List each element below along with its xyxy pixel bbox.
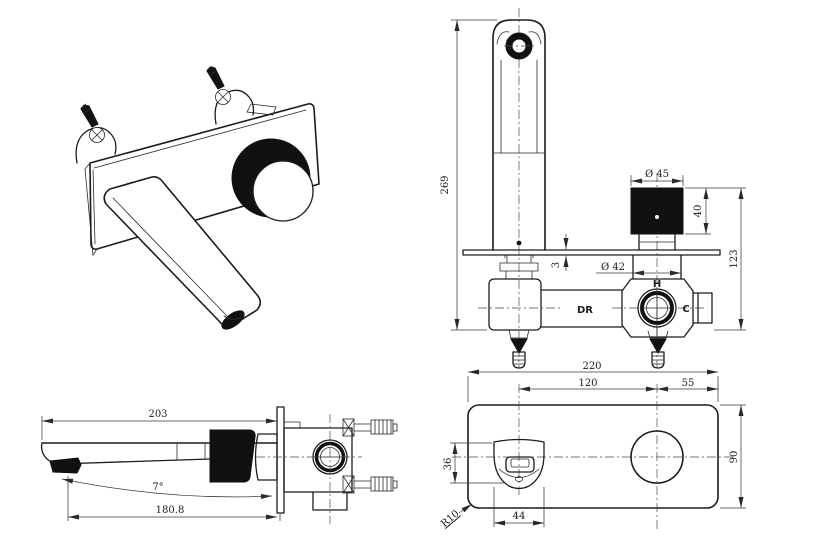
front-handle-knob: [630, 187, 684, 235]
dim-handle-length-40: 40: [685, 187, 746, 235]
dim-spout-reach-180: 180.8: [67, 476, 281, 521]
plan-handle-hole: [630, 430, 684, 484]
side-handle: [209, 429, 256, 483]
iso-spout: [103, 176, 262, 328]
dim-plate-height-90: 90: [720, 404, 746, 509]
svg-text:90: 90: [729, 451, 740, 464]
front-spout-body: [492, 19, 546, 251]
svg-text:220: 220: [582, 361, 601, 372]
iso-spout-aerator: [221, 310, 245, 330]
svg-text:36: 36: [443, 458, 454, 471]
side-bottom-screw: [342, 475, 398, 494]
dim-handle-to-edge-55: 55: [657, 378, 718, 392]
dim-plate-thickness-3: 3: [551, 234, 569, 271]
svg-text:Ø 42: Ø 42: [601, 262, 625, 273]
front-left-valve-block: [488, 278, 542, 331]
side-view: 203 7° 180.8: [40, 406, 398, 524]
dim-spout-cover-height-36: 36: [443, 442, 504, 484]
svg-text:180.8: 180.8: [156, 505, 185, 516]
front-right-block: [692, 292, 713, 324]
side-valve-body: [283, 427, 353, 493]
iso-inlet-stub: [246, 103, 277, 116]
cold-label: C: [682, 304, 689, 315]
iso-right-valve: [214, 89, 255, 125]
svg-text:3: 3: [551, 262, 562, 268]
iso-left-screw: [80, 104, 99, 128]
brand-mark: DR: [577, 305, 593, 316]
plan-wall-plate: [467, 404, 719, 509]
dim-spout-angle-7: 7°: [61, 478, 273, 500]
front-pipe: [540, 289, 623, 328]
side-cover-flange: [254, 433, 278, 481]
dim-handle-diameter-45: Ø 45: [630, 169, 684, 186]
svg-text:55: 55: [682, 378, 695, 389]
front-wall-plate: [462, 249, 721, 256]
dim-cartridge-diameter-42: Ø 42: [596, 262, 681, 276]
isometric-view: [75, 65, 320, 330]
dim-spout-to-handle-120: 120: [519, 378, 657, 392]
front-view: DR H C 269 Ø 45 40 123: [440, 8, 746, 369]
side-wall-plate: [276, 406, 285, 514]
dim-corner-radius-r10: R10: [439, 503, 473, 530]
svg-text:44: 44: [513, 511, 526, 522]
front-right-hose: [647, 330, 669, 369]
iso-right-screw: [206, 66, 225, 90]
side-spout-aerator: [49, 457, 82, 474]
plan-aerator: [505, 456, 535, 473]
dim-total-depth-269: 269: [440, 19, 497, 331]
front-spout-stem: [499, 254, 539, 280]
dim-valve-depth-123: 123: [714, 188, 746, 331]
plan-view: 220 120 55 36 90 44: [439, 361, 746, 530]
svg-text:120: 120: [578, 378, 597, 389]
side-bottom-fitting: [312, 491, 348, 511]
svg-text:40: 40: [693, 205, 704, 218]
iso-knob-face: [252, 160, 314, 222]
svg-text:7°: 7°: [152, 482, 163, 493]
svg-text:269: 269: [440, 175, 451, 194]
side-top-screw: [342, 418, 398, 437]
dim-spout-cover-width-44: 44: [493, 487, 545, 527]
svg-text:Ø 45: Ø 45: [645, 169, 669, 180]
iso-wall-plate: [89, 103, 320, 250]
front-left-hose: [508, 329, 530, 369]
plan-spout-cover: [493, 438, 545, 490]
dim-spout-length-203: 203: [41, 409, 277, 440]
front-mixer-body: [621, 278, 694, 338]
svg-text:123: 123: [729, 249, 740, 268]
svg-text:R10: R10: [439, 508, 462, 529]
hot-label: H: [653, 279, 661, 290]
svg-text:203: 203: [148, 409, 167, 420]
